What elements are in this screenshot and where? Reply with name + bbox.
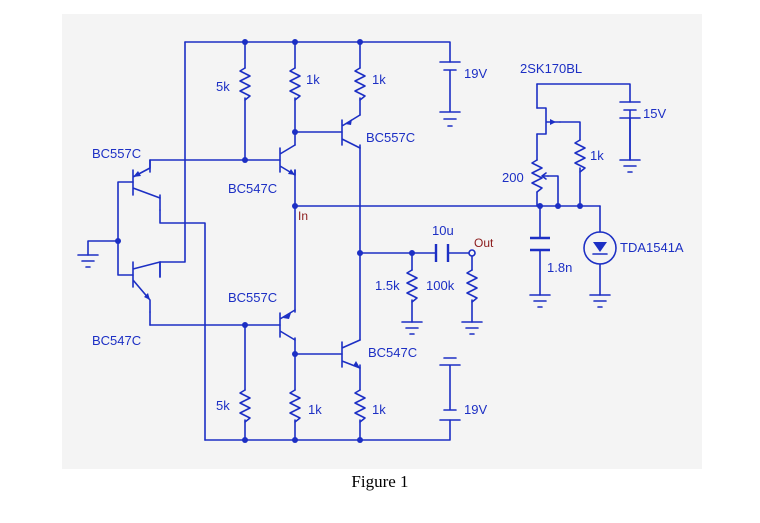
label-q-mid-bottom: BC557C xyxy=(228,290,277,305)
net-label-in: In xyxy=(298,209,308,223)
schematic-background xyxy=(62,14,702,469)
label-jfet: 2SK170BL xyxy=(520,61,582,76)
resistor-pot-200-symbol xyxy=(531,159,543,193)
label-q-right-top: BC557C xyxy=(366,130,415,145)
label-q-mid-top: BC547C xyxy=(228,181,277,196)
resistor-jfet-1k-symbol xyxy=(574,139,586,173)
resistor-top-1k-a-symbol xyxy=(289,67,301,101)
capacitor-10u-symbol xyxy=(434,244,450,262)
label-r-pot-200: 200 xyxy=(502,170,524,185)
label-c-out: 10u xyxy=(432,223,454,238)
battery-top-19v-symbol xyxy=(439,61,461,127)
wires xyxy=(87,41,631,441)
label-r-top-1k-b: 1k xyxy=(372,72,386,87)
label-r-bot-1k-a: 1k xyxy=(308,402,322,417)
pot-wiper-arrow xyxy=(541,172,549,180)
label-c-filter: 1.8n xyxy=(547,260,572,275)
label-q-left-top: BC557C xyxy=(92,146,141,161)
q-left-bottom-symbol xyxy=(132,261,161,313)
resistor-bot-1k-b-symbol xyxy=(354,389,366,423)
capacitor-1n8-symbol xyxy=(530,236,550,252)
resistor-top-1k-b-symbol xyxy=(354,67,366,101)
label-q-left-bottom: BC547C xyxy=(92,333,141,348)
label-r-bot-1k-b: 1k xyxy=(372,402,386,417)
label-r-out-1k5: 1.5k xyxy=(375,278,400,293)
ground-1k5-symbol xyxy=(401,321,423,335)
figure-caption: Figure 1 xyxy=(351,472,408,491)
label-q-right-bottom: BC547C xyxy=(368,345,417,360)
battery-15v-symbol xyxy=(619,101,641,173)
label-r-out-100k: 100k xyxy=(426,278,455,293)
q-mid-bottom-symbol xyxy=(279,309,296,341)
q-left-top-symbol xyxy=(132,159,161,199)
jfet-symbol xyxy=(536,107,561,135)
resistor-100k-symbol xyxy=(466,269,478,303)
resistor-top-5k-symbol xyxy=(239,67,251,101)
label-r-top-1k-a: 1k xyxy=(306,72,320,87)
resistor-bot-5k-symbol xyxy=(239,389,251,423)
capacitor-and-supply-symbols xyxy=(77,61,641,421)
ground-100k-symbol xyxy=(461,321,483,335)
label-supply-bottom: 19V xyxy=(464,402,487,417)
label-r-top-5k: 5k xyxy=(216,79,230,94)
junction-dots xyxy=(115,39,583,443)
battery-bottom-19v-symbol xyxy=(439,357,461,421)
ground-cap-symbol xyxy=(529,294,551,308)
label-supply-top: 19V xyxy=(464,66,487,81)
ground-left-symbol xyxy=(77,254,99,268)
diode-symbol xyxy=(583,231,617,265)
net-label-out: Out xyxy=(474,236,494,250)
q-mid-top-symbol xyxy=(279,144,296,176)
ground-diode-symbol xyxy=(589,294,611,308)
transistor-symbols xyxy=(132,107,561,369)
label-supply-jfet: 15V xyxy=(643,106,666,121)
label-led: TDA1541A xyxy=(620,240,684,255)
resistor-bot-1k-a-symbol xyxy=(289,389,301,423)
label-r-jfet-1k: 1k xyxy=(590,148,604,163)
resistor-1k5-symbol xyxy=(406,269,418,303)
resistor-symbols xyxy=(239,67,586,423)
label-r-bot-5k: 5k xyxy=(216,398,230,413)
